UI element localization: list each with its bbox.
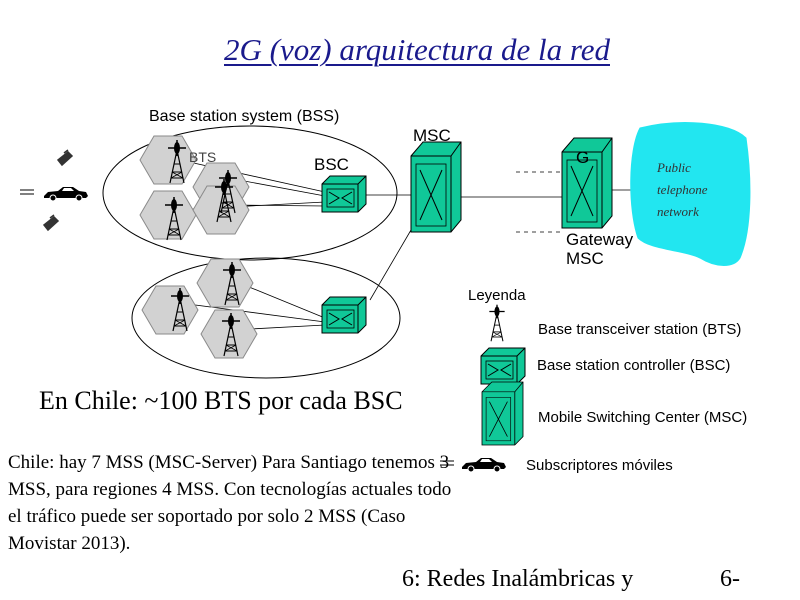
pstn-label-line-3: network [657, 204, 699, 219]
bss-ellipse-top [102, 125, 398, 261]
legend-item-subscribers: Subscriptores móviles [526, 457, 673, 474]
gateway-letter: G [576, 148, 589, 167]
bsc-box-icon [321, 296, 367, 334]
msc-box-icon [481, 381, 524, 446]
footer-title: 6: Redes Inalámbricas y [402, 566, 634, 592]
mobile-phone-icon [42, 214, 60, 232]
legend: Leyenda Base transceiver station (BTS) B… [440, 287, 747, 474]
bts-tower-icon [488, 304, 506, 342]
legend-title: Leyenda [468, 287, 526, 304]
bsc-count-note: En Chile: ~100 BTS por cada BSC [39, 386, 403, 415]
mobile-phone-icon [56, 149, 74, 167]
bsc-label: BSC [314, 155, 349, 174]
pstn-label-line-1: Public [656, 160, 691, 175]
bss-ellipse-bottom [131, 257, 401, 379]
legend-item-msc: Mobile Switching Center (MSC) [538, 409, 747, 426]
bss-label: Base station system (BSS) [149, 108, 339, 125]
bsc-box-icon [480, 347, 526, 385]
chile-note: Chile: hay 7 MSS (MSC-Server) Para Santi… [8, 452, 452, 554]
svg-text:Public telephone netwo: Public telephone network [656, 160, 711, 219]
gateway-label: Gateway [566, 230, 634, 249]
msc-label: MSC [413, 126, 451, 145]
msc-box-icon [410, 141, 462, 233]
cell-cluster-bottom [141, 258, 258, 359]
gateway-msc-label: MSC [566, 249, 604, 268]
legend-item-bts: Base transceiver station (BTS) [538, 321, 741, 338]
bsc-box-icon [321, 175, 367, 213]
car-icon [20, 186, 89, 202]
pstn-cloud [630, 122, 751, 266]
slide-title: 2G (voz) arquitectura de la red [224, 32, 610, 67]
bts-label: BTS [189, 149, 216, 165]
legend-item-bsc: Base station controller (BSC) [537, 357, 730, 374]
pstn-label-line-2: telephone [657, 182, 708, 197]
car-icon [440, 457, 507, 473]
footer-page-number: 6- [720, 566, 740, 592]
